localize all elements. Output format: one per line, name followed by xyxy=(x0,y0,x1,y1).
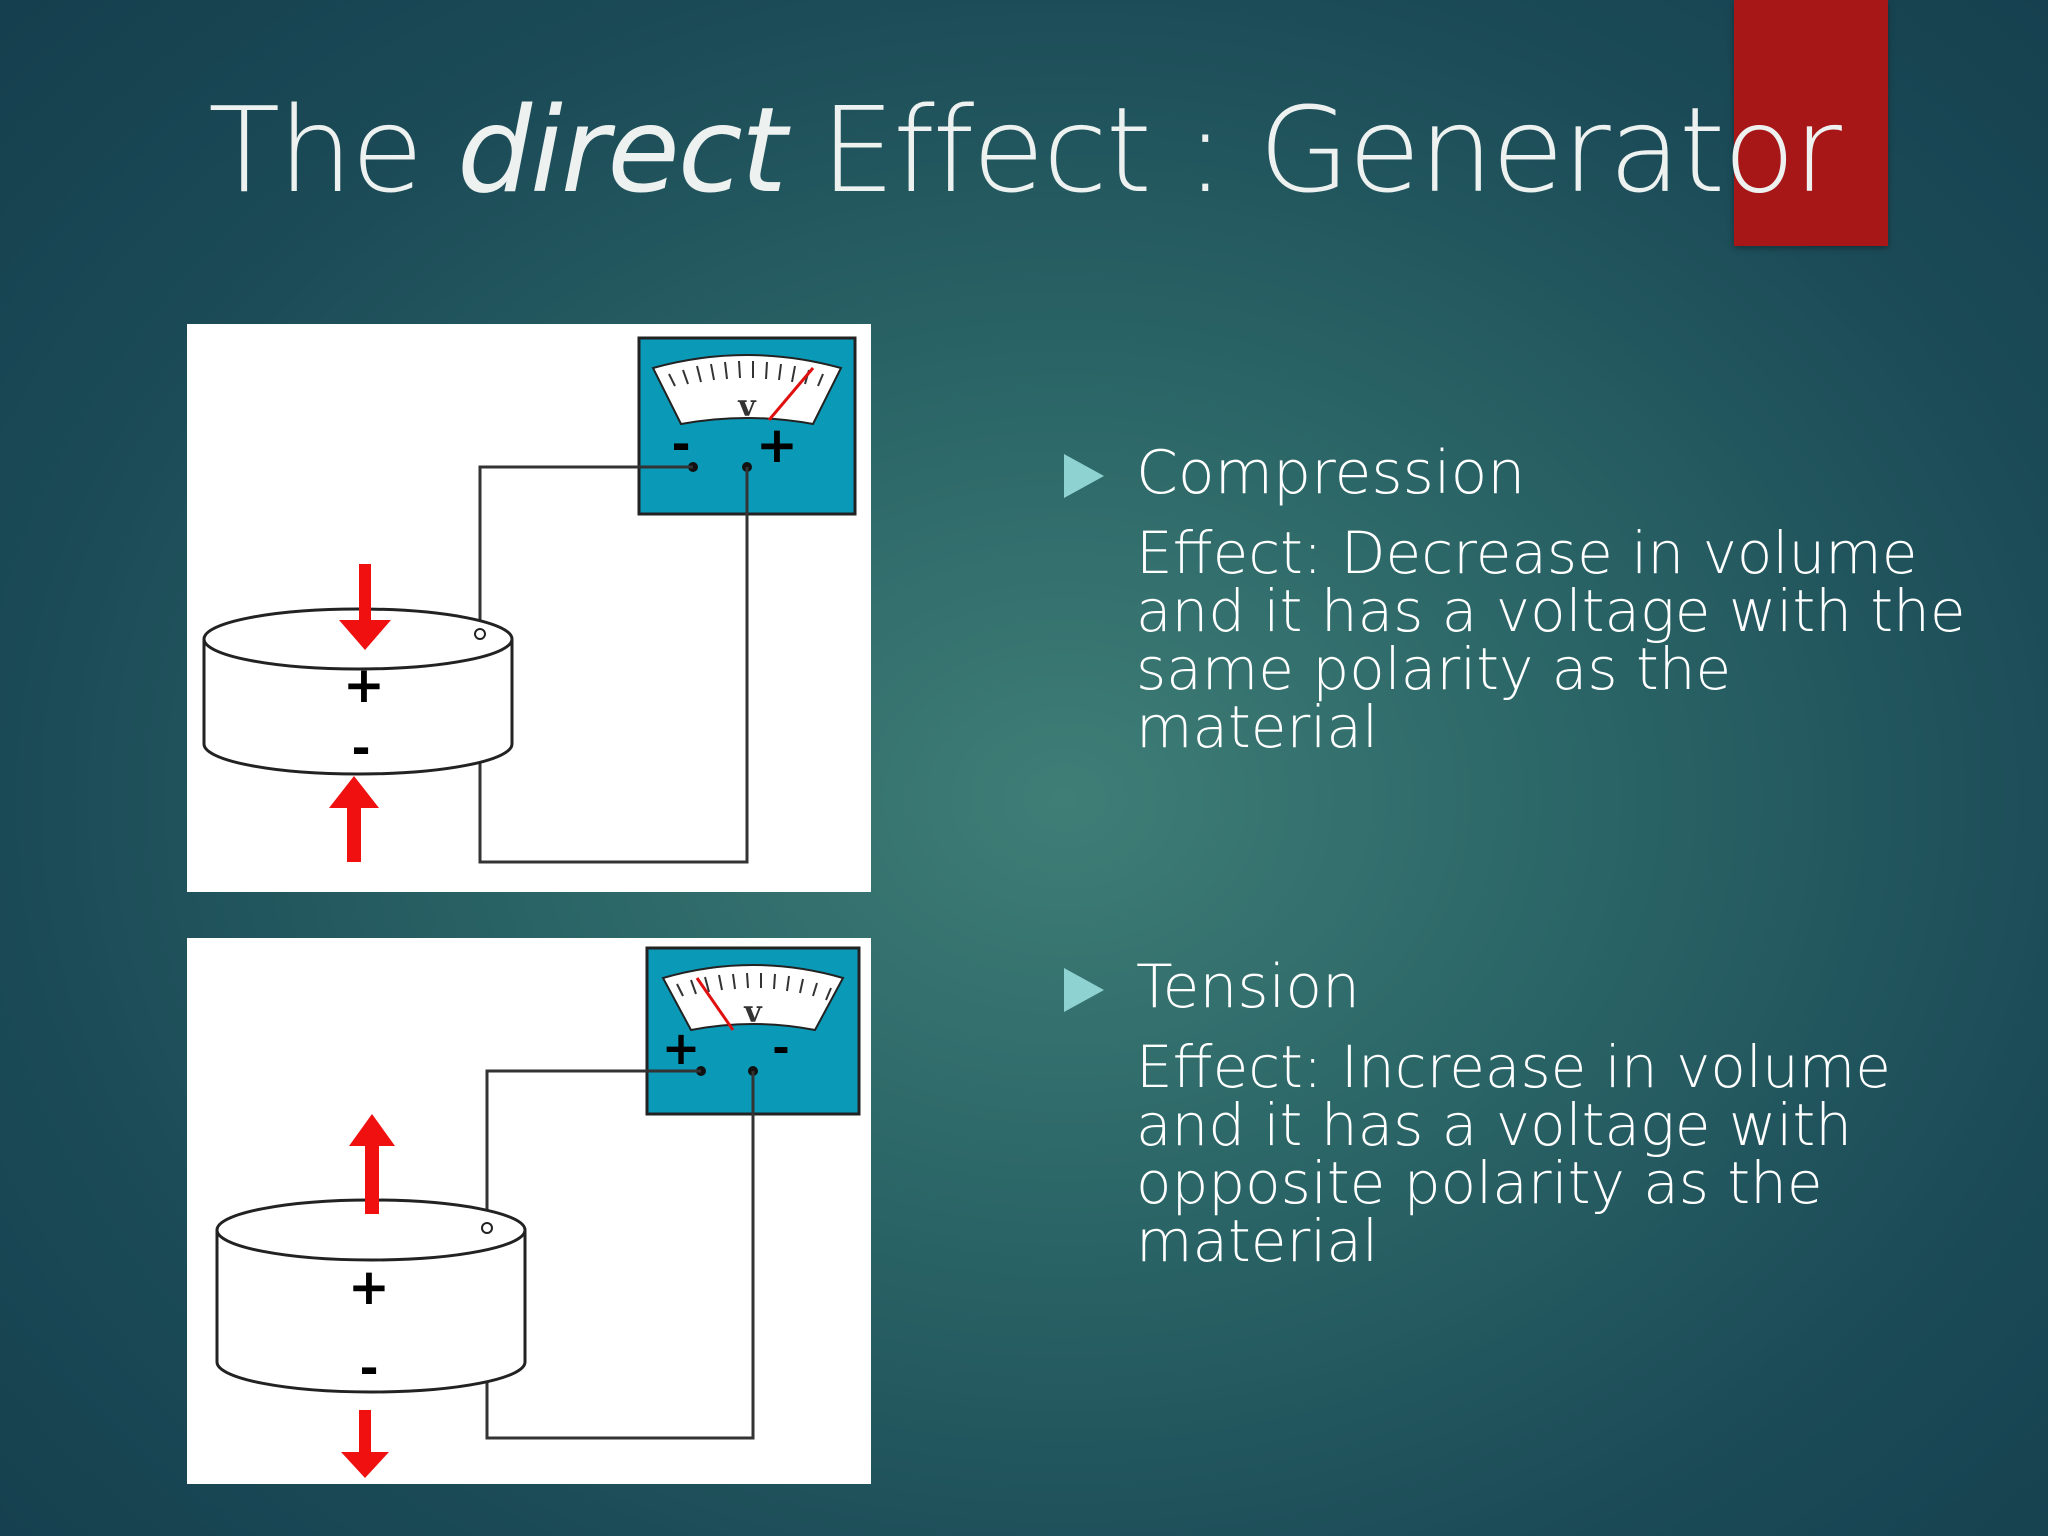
disc-bottom-sign: - xyxy=(359,1341,378,1395)
slide-title: The direct Effect : Generator xyxy=(0,80,2048,220)
tension-diagram: v + - + - xyxy=(187,938,871,1484)
disc-bottom-sign: - xyxy=(351,721,370,775)
title-part2: Effect : Generator xyxy=(785,81,1842,219)
disc-top-sign: + xyxy=(348,1258,390,1316)
bullet-heading: Tension xyxy=(1136,952,1361,1022)
meter-terminal-left: + xyxy=(662,1021,701,1075)
bullet-body: Effect: Decrease in volume and it has a … xyxy=(1136,519,1966,761)
meter-needle xyxy=(767,367,815,421)
compression-arrow-up xyxy=(329,776,379,862)
meter-needle xyxy=(695,977,735,1031)
wire-left xyxy=(485,1069,701,1224)
wire-right xyxy=(485,1071,755,1440)
bullet-tension: Tension Effect: Increase in volume and i… xyxy=(1064,948,1976,1270)
bullet-heading: Compression xyxy=(1136,438,1526,508)
meter-terminal-left: - xyxy=(671,417,690,471)
accent-bar xyxy=(1734,0,1888,246)
meter-terminal-right: + xyxy=(756,416,798,474)
disc-top-sign: + xyxy=(343,656,385,714)
tension-arrow-up xyxy=(349,1114,395,1214)
meter-label: v xyxy=(743,995,763,1030)
title-part1: The xyxy=(208,81,458,219)
voltmeter-dial xyxy=(661,964,845,1032)
wire-left xyxy=(478,465,693,634)
bullet-compression: Compression Effect: Decrease in volume a… xyxy=(1064,434,1976,756)
dial-ticks xyxy=(668,360,824,387)
meter-label: v xyxy=(737,389,757,424)
piezo-disc xyxy=(215,1230,527,1394)
piezo-disc xyxy=(202,639,514,776)
tension-arrow-down xyxy=(341,1410,389,1478)
triangle-right-icon xyxy=(1064,454,1104,498)
wire-right xyxy=(478,467,749,864)
bullet-body: Effect: Increase in volume and it has a … xyxy=(1136,1033,1891,1275)
triangle-right-icon xyxy=(1064,968,1104,1012)
dial-ticks xyxy=(676,972,832,1001)
compression-diagram: v - + + - xyxy=(187,324,871,892)
title-emphasis: direct xyxy=(457,81,787,219)
meter-terminal-right: - xyxy=(772,1023,789,1072)
compression-arrow-down xyxy=(339,564,391,650)
